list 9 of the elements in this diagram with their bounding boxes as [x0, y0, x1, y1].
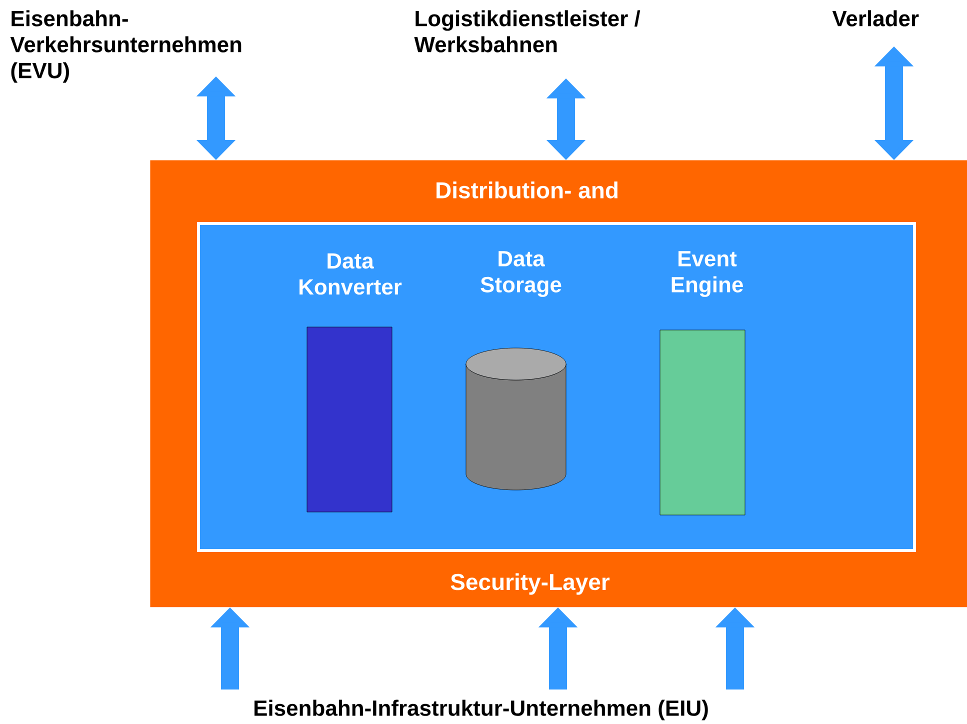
layer-label: Security-Layer [450, 573, 610, 595]
party-label: Logistikdienstleister / Werksbahnen [414, 10, 640, 52]
layer-label: Distribution- and [436, 182, 618, 198]
block-heading: Event Engine [672, 251, 743, 297]
party-label: Verlader [832, 10, 919, 26]
block-heading: Data Konverter [300, 253, 402, 295]
block-heading: Data Storage [480, 251, 562, 297]
party-label: Eisenbahn-Infrastruktur-Unternehmen (EIU) [254, 700, 708, 720]
party-label: Eisenbahn-Verkehrsunternehmen (EVU) [10, 10, 242, 83]
